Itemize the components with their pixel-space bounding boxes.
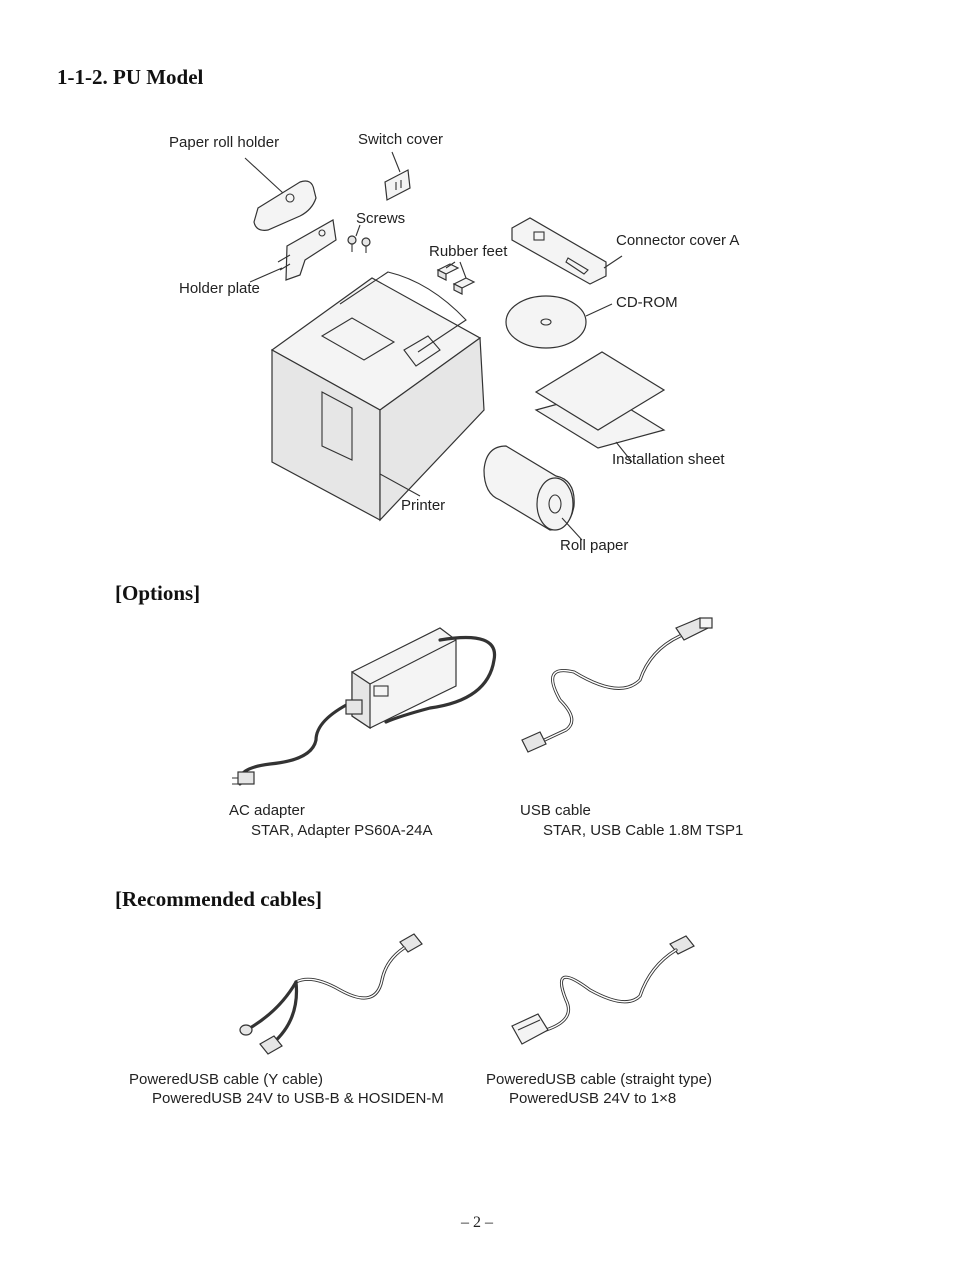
label-straight-cable-model: PoweredUSB 24V to 1×8 bbox=[509, 1090, 677, 1107]
connector-cover-a-illustration bbox=[511, 217, 623, 285]
label-paper-roll-holder: Paper roll holder bbox=[169, 134, 280, 151]
label-y-cable: PoweredUSB cable (Y cable) bbox=[129, 1071, 323, 1088]
poweredusb-y-cable-illustration bbox=[239, 933, 423, 1055]
label-straight-cable: PoweredUSB cable (straight type) bbox=[486, 1071, 712, 1088]
label-ac-adapter-model: STAR, Adapter PS60A-24A bbox=[251, 822, 433, 839]
label-connector-cover-a: Connector cover A bbox=[616, 232, 740, 249]
poweredusb-straight-cable-illustration bbox=[511, 935, 695, 1045]
rubber-feet-illustration bbox=[436, 261, 476, 295]
label-printer: Printer bbox=[401, 497, 446, 514]
label-switch-cover: Switch cover bbox=[358, 131, 444, 148]
label-ac-adapter: AC adapter bbox=[229, 802, 305, 819]
label-rubber-feet: Rubber feet bbox=[429, 243, 508, 260]
cd-rom-illustration bbox=[505, 295, 613, 349]
switch-cover-illustration bbox=[384, 151, 411, 201]
section-title: 1-1-2. PU Model bbox=[57, 65, 204, 89]
label-usb-cable-model: STAR, USB Cable 1.8M TSP1 bbox=[543, 822, 744, 839]
label-y-cable-model: PoweredUSB 24V to USB-B & HOSIDEN-M bbox=[152, 1090, 444, 1107]
holder-plate-illustration bbox=[249, 219, 337, 283]
installation-sheet-illustration bbox=[534, 351, 666, 463]
usb-cable-illustration bbox=[521, 617, 713, 753]
label-roll-paper: Roll paper bbox=[560, 537, 629, 554]
paper-roll-holder-illustration bbox=[244, 157, 317, 231]
printer-illustration bbox=[270, 271, 485, 522]
recommended-cables-title: [Recommended cables] bbox=[115, 887, 323, 911]
label-installation-sheet: Installation sheet bbox=[612, 451, 725, 468]
roll-paper-illustration bbox=[483, 445, 583, 541]
screws-illustration bbox=[347, 224, 371, 253]
options-title: [Options] bbox=[115, 581, 201, 605]
ac-adapter-illustration bbox=[232, 627, 497, 786]
label-cd-rom: CD-ROM bbox=[616, 294, 678, 311]
label-usb-cable: USB cable bbox=[520, 802, 591, 819]
label-holder-plate: Holder plate bbox=[179, 280, 260, 297]
page-number: – 2 – bbox=[461, 1214, 493, 1231]
label-screws: Screws bbox=[356, 210, 406, 227]
